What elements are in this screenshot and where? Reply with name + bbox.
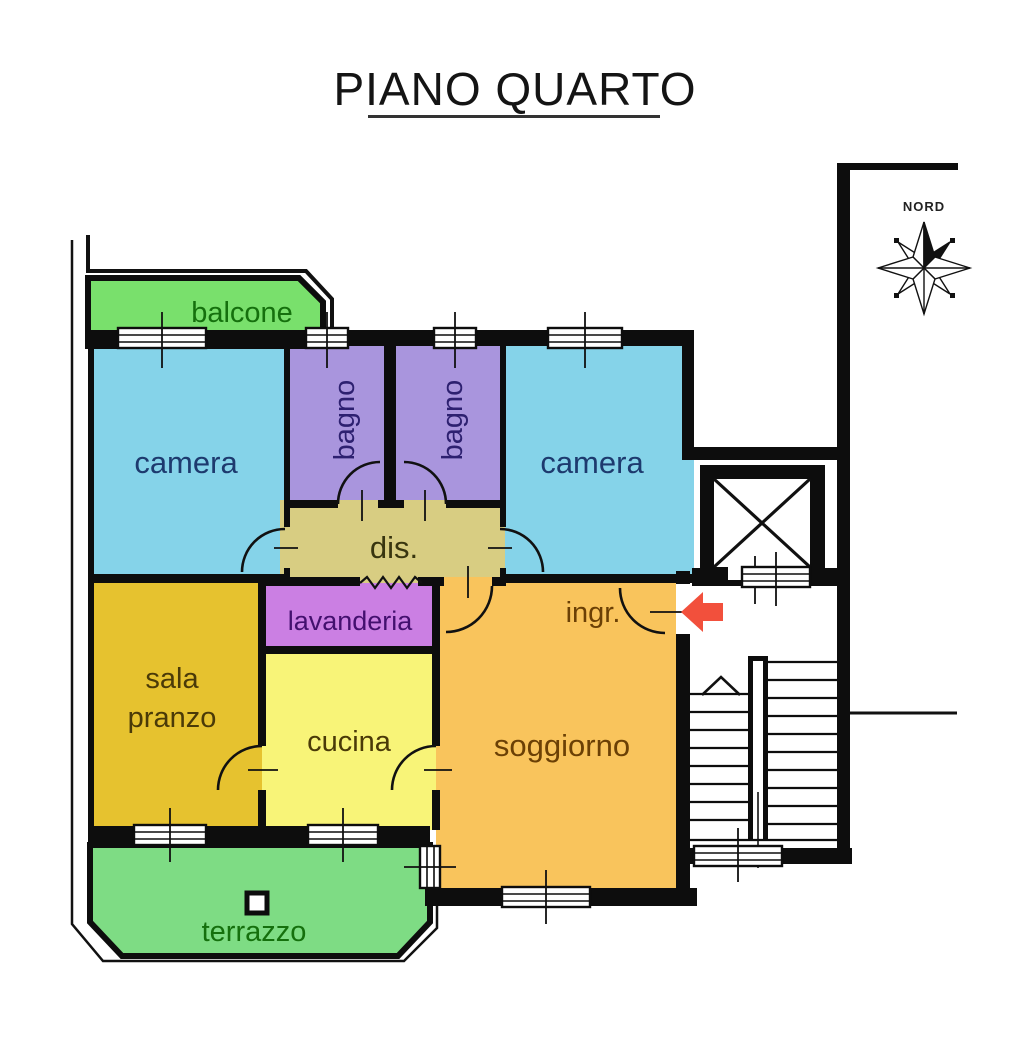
compass-label: NORD — [903, 199, 945, 214]
entrance-door-arc — [618, 587, 666, 635]
room-camera-right — [500, 333, 694, 580]
room-label-lavanderia: lavanderia — [288, 606, 414, 636]
page-title: PIANO QUARTO — [333, 63, 696, 115]
window — [546, 312, 624, 368]
room-label-pranzo: pranzo — [128, 702, 217, 734]
window — [304, 312, 350, 368]
room-cucina — [262, 652, 440, 830]
north-compass-icon: NORD — [875, 199, 973, 317]
room-lavanderia — [262, 583, 440, 652]
room-label-terrazzo: terrazzo — [202, 916, 307, 948]
door-arc — [336, 460, 381, 505]
room-label-sala: sala — [145, 663, 199, 695]
plan-title: PIANO QUARTO — [333, 63, 696, 118]
room-label-soggiorno: soggiorno — [494, 728, 630, 763]
room-sala-pranzo — [94, 583, 264, 830]
title-underline — [368, 115, 660, 118]
room-label-camera-left: camera — [134, 445, 238, 480]
window — [404, 844, 456, 890]
entrance-arrow-icon — [650, 592, 723, 632]
room-label-ingresso: ingr. — [566, 597, 621, 629]
windows — [116, 312, 812, 924]
passage-zigzag — [359, 575, 423, 590]
window — [306, 808, 380, 862]
door-arc — [216, 744, 263, 791]
door-arc — [445, 585, 494, 634]
room-labels: balcone camera bagno bagno camera dis. l… — [128, 297, 645, 948]
room-bagno-1 — [290, 333, 390, 505]
window — [116, 312, 208, 368]
stairs-up-arrow-icon — [701, 675, 741, 696]
door-arc — [499, 527, 545, 573]
room-label-bagno-2: bagno — [437, 380, 469, 461]
window — [500, 870, 592, 924]
window — [432, 312, 478, 368]
room-label-camera-right: camera — [540, 445, 644, 480]
room-label-cucina: cucina — [307, 726, 392, 758]
terrace-pillar — [244, 890, 270, 916]
room-soggiorno — [436, 577, 676, 892]
window — [132, 808, 208, 862]
room-bagno-2 — [396, 333, 504, 505]
window — [692, 828, 784, 882]
doors — [216, 460, 666, 791]
room-label-balcone: balcone — [191, 297, 293, 329]
door-arc — [240, 527, 286, 573]
door-arc — [403, 460, 448, 505]
room-label-bagno-1: bagno — [329, 380, 361, 461]
exterior-outline — [70, 235, 957, 963]
staircase — [690, 656, 837, 868]
door-arc — [390, 744, 437, 791]
window — [740, 552, 812, 606]
room-label-dis: dis. — [370, 530, 418, 565]
